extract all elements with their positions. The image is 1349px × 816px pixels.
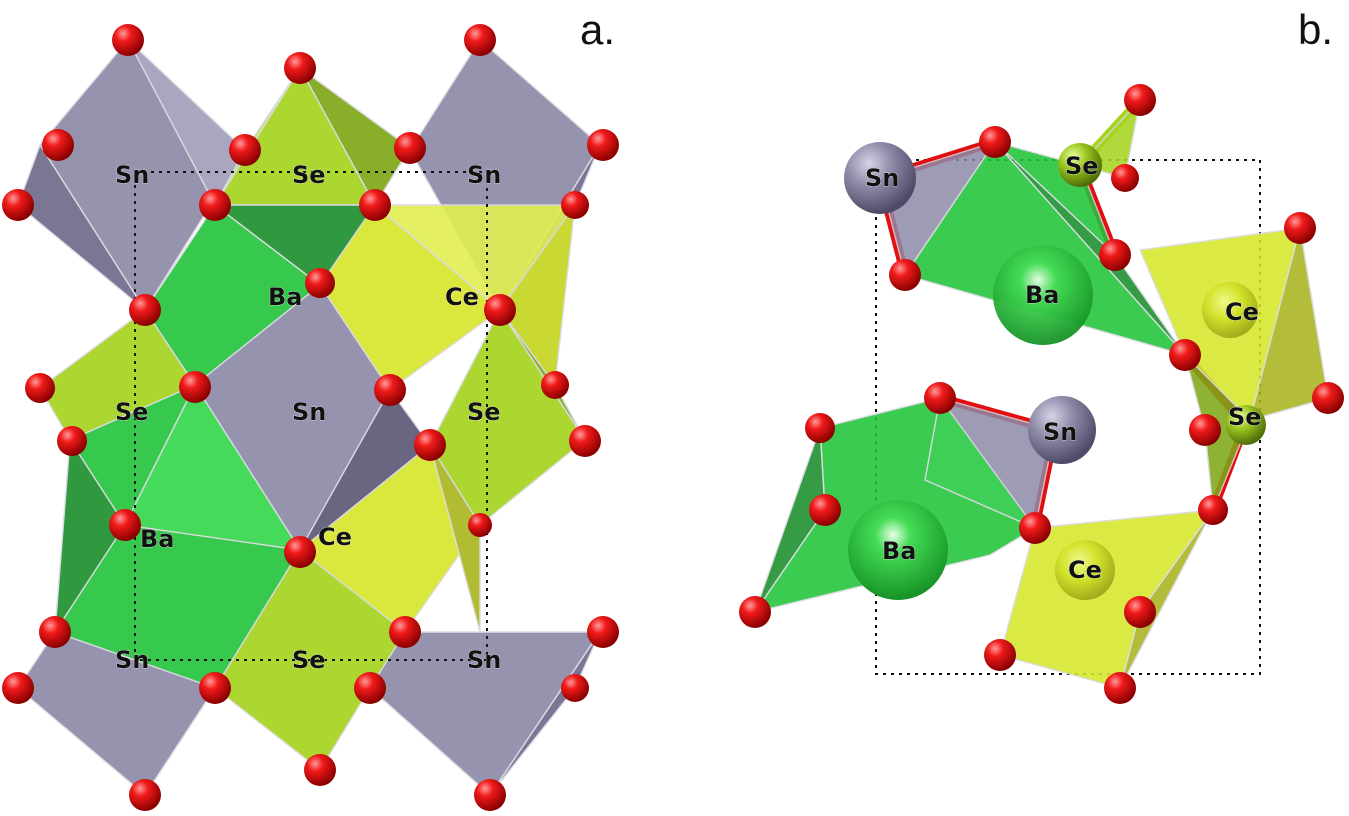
label-ba: Ba	[140, 525, 175, 553]
oxygen-atoms-a	[2, 24, 619, 811]
label-ce: Ce	[318, 523, 352, 551]
panel-label-a: a.	[580, 6, 616, 53]
label-ce: Ce	[445, 283, 479, 311]
label-sn: Sn	[115, 161, 149, 189]
unit-cell-a	[134, 171, 488, 661]
ce-polyhedra	[299, 204, 576, 633]
label-sn: Sn	[467, 161, 501, 189]
panel-b-structure: Sn Se Ba Ce Sn Se Ba Ce	[739, 84, 1344, 704]
label-se: Se	[292, 646, 326, 674]
panel-a-structure: Sn Se Sn Ba Ce Se Sn Se Ba Ce Sn Se Sn	[2, 24, 619, 811]
label-sn: Sn	[292, 398, 326, 426]
label-se: Se	[1228, 403, 1262, 431]
sn-octahedra	[17, 39, 601, 796]
label-sn: Sn	[115, 646, 149, 674]
label-ba: Ba	[882, 537, 917, 565]
label-ce: Ce	[1225, 298, 1259, 326]
label-se: Se	[292, 161, 326, 189]
label-ba: Ba	[1025, 281, 1060, 309]
cation-labels-b: Sn Se Ba Ce Sn Se Ba Ce	[865, 152, 1262, 585]
cation-labels-a: Sn Se Sn Ba Ce Se Sn Se Ba Ce Sn Se Sn	[115, 161, 502, 675]
ba-polyhedra	[54, 204, 376, 689]
panel-label-b: b.	[1298, 6, 1334, 53]
label-sn: Sn	[467, 646, 501, 674]
label-se: Se	[115, 398, 149, 426]
label-se: Se	[467, 398, 501, 426]
label-sn: Sn	[1043, 418, 1077, 446]
label-ce: Ce	[1068, 556, 1102, 584]
label-ba: Ba	[268, 283, 303, 311]
label-sn: Sn	[865, 164, 899, 192]
cations-b	[844, 142, 1266, 600]
oxygen-atoms-b	[739, 84, 1344, 704]
label-se: Se	[1065, 152, 1099, 180]
